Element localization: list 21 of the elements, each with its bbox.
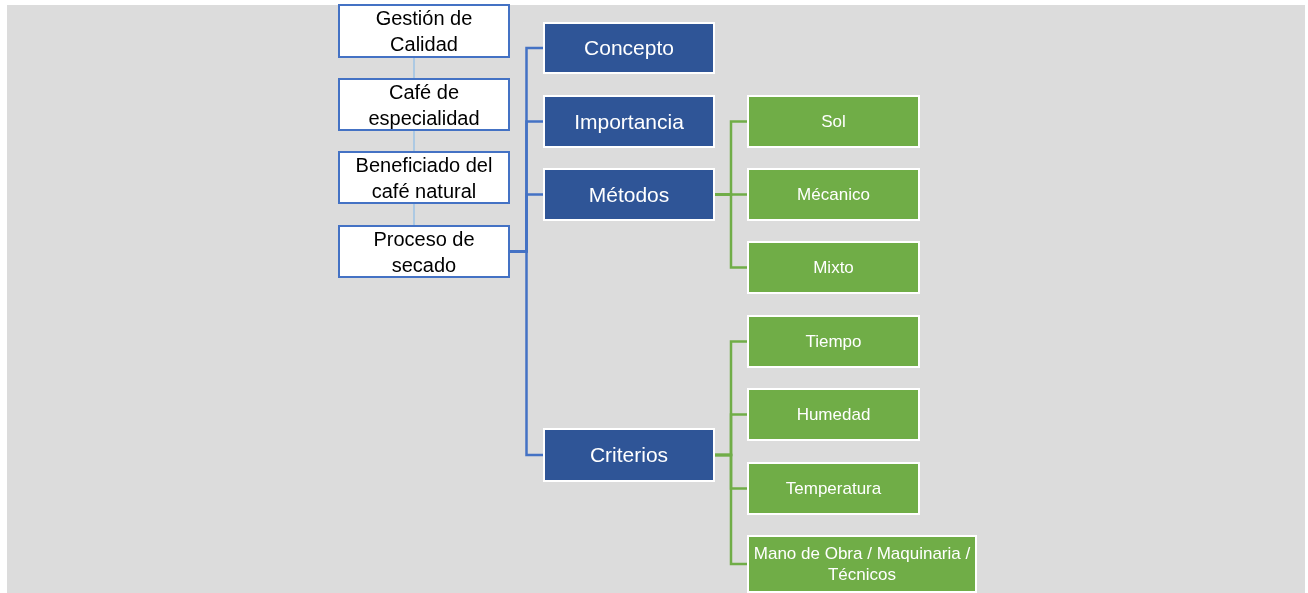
topic-box: Beneficiado del café natural [338,151,510,204]
category-box: Criterios [543,428,715,482]
connector-line [510,250,543,457]
item-box: Mixto [747,241,920,294]
item-box: Temperatura [747,462,920,515]
topic-box: Proceso de secado [338,225,510,278]
category-box: Métodos [543,168,715,221]
item-box: Mano de Obra / Maquinaria / Técnicos [747,535,977,593]
category-box: Importancia [543,95,715,148]
topic-box: Café de especialidad [338,78,510,131]
connector-line [413,203,415,226]
connector-line [413,57,415,79]
item-box: Sol [747,95,920,148]
connector-line [413,130,415,152]
item-box: Mécanico [747,168,920,221]
category-box: Concepto [543,22,715,74]
item-box: Humedad [747,388,920,441]
item-box: Tiempo [747,315,920,368]
topic-box: Gestión de Calidad [338,4,510,58]
connector-line [715,453,747,566]
connector-line [715,193,747,269]
